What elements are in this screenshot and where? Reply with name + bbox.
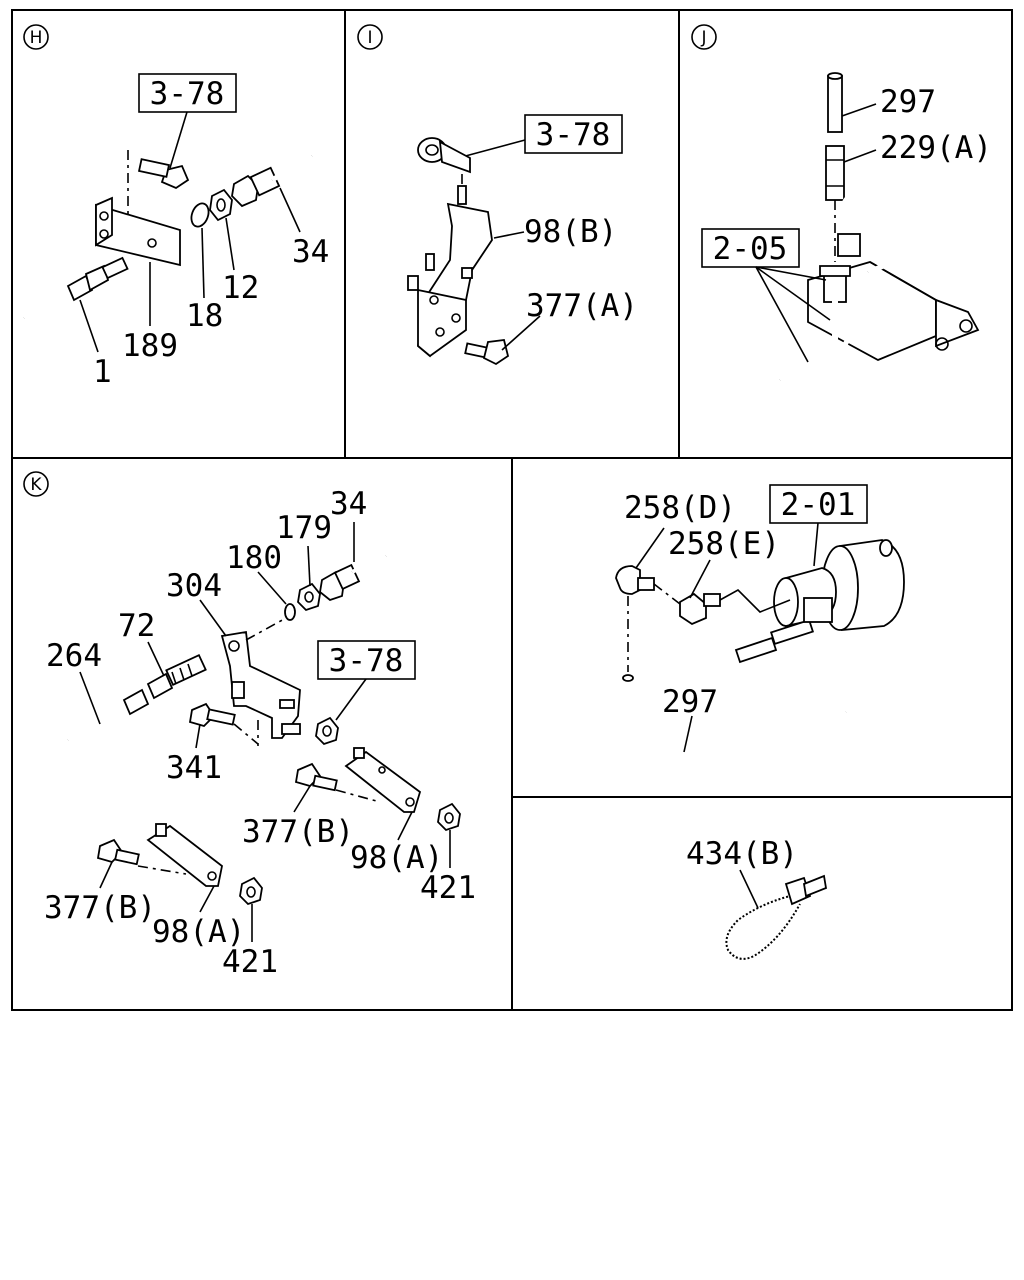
- label-34: 34: [330, 486, 367, 522]
- panel-h-marker: [23, 24, 49, 50]
- label-377b-upper: 377(B): [242, 814, 354, 850]
- panel-j-ref: 2-05: [713, 231, 788, 267]
- label-258d: 258(D): [624, 490, 736, 526]
- panel-k-marker: [23, 471, 49, 497]
- bracket-icon: [344, 747, 422, 813]
- label-98a-upper: 98(A): [350, 840, 443, 876]
- cable-tie-icon: [723, 874, 828, 962]
- fitting-icon: [231, 153, 314, 208]
- label-377a: 377(A): [526, 288, 638, 324]
- label-72: 72: [118, 608, 155, 644]
- label-180: 180: [226, 540, 282, 576]
- label-34: 34: [292, 234, 329, 270]
- label-377b-lower: 377(B): [44, 890, 156, 926]
- bolt-icon: [188, 702, 236, 728]
- starter-motor-icon: [734, 539, 905, 664]
- bracket-icon: [146, 823, 223, 887]
- bracket-icon: [407, 185, 493, 358]
- label-189: 189: [122, 328, 178, 364]
- label-229a: 229(A): [880, 130, 992, 166]
- panel-i-ref-box: [524, 114, 623, 154]
- panel-k-ref: 3-78: [329, 643, 404, 679]
- panel-h-ref-box: [138, 73, 237, 113]
- bolt-icon: [464, 339, 510, 366]
- panel-h-ref: 3-78: [150, 76, 225, 112]
- label-421-lower: 421: [222, 944, 278, 980]
- label-297: 297: [880, 84, 936, 120]
- fitting-icon: [825, 145, 845, 201]
- panel-i: I 3-78 98(B) 37: [357, 24, 638, 366]
- panel-starter-ref: 2-01: [781, 487, 856, 523]
- panel-cable-tie: 434(B): [686, 836, 828, 962]
- bolt-icon: [96, 838, 140, 866]
- panel-starter: 2-01 2: [615, 484, 905, 763]
- panel-k-ref-box: [317, 640, 416, 680]
- panel-j: J 2-05: [691, 24, 992, 392]
- bracket-icon: [220, 630, 301, 739]
- bolt-icon: [137, 158, 190, 190]
- mount-bracket-icon: [807, 261, 980, 361]
- clip-icon: [417, 137, 471, 174]
- label-258e: 258(E): [668, 526, 780, 562]
- panel-k-letter: K: [30, 475, 42, 495]
- bolt-icon: [294, 762, 338, 792]
- panel-j-marker: [691, 24, 717, 50]
- hose-icon: [827, 72, 843, 133]
- label-434b: 434(B): [686, 836, 798, 872]
- panel-starter-ref-box: [769, 484, 868, 524]
- nut-icon: [297, 582, 321, 612]
- panel-i-marker: [357, 24, 383, 50]
- label-18: 18: [186, 298, 223, 334]
- nut-icon: [315, 716, 339, 746]
- label-98a-lower: 98(A): [152, 914, 245, 950]
- panel-frames: [11, 9, 1013, 1011]
- label-179: 179: [276, 510, 332, 546]
- threaded-fitting-icon: [146, 653, 207, 700]
- label-304: 304: [166, 568, 222, 604]
- clip-ring-icon: [284, 603, 296, 621]
- panel-k: K: [23, 471, 476, 980]
- panel-i-ref: 3-78: [536, 117, 611, 153]
- panel-j-letter: J: [700, 28, 706, 48]
- label-12: 12: [222, 270, 259, 306]
- connector-icon: [679, 592, 721, 626]
- panel-h: H 3-78: [23, 24, 329, 390]
- panel-h-letter: H: [30, 28, 43, 48]
- label-1: 1: [93, 354, 112, 390]
- cable-icon: [23, 256, 129, 320]
- nut-icon: [437, 802, 461, 832]
- bracket-icon: [95, 196, 181, 267]
- panel-i-letter: I: [367, 28, 372, 48]
- cable-icon: [67, 688, 150, 742]
- panel-j-ref-box: [701, 228, 800, 268]
- label-341: 341: [166, 750, 222, 786]
- washer-icon: [190, 202, 210, 228]
- nut-icon: [209, 188, 233, 222]
- label-297: 297: [662, 684, 718, 720]
- fitting-icon: [319, 554, 387, 602]
- label-264: 264: [46, 638, 102, 674]
- nut-icon: [239, 876, 263, 906]
- label-98b: 98(B): [524, 214, 617, 250]
- label-421-upper: 421: [420, 870, 476, 906]
- elbow-fitting-icon: [615, 565, 655, 595]
